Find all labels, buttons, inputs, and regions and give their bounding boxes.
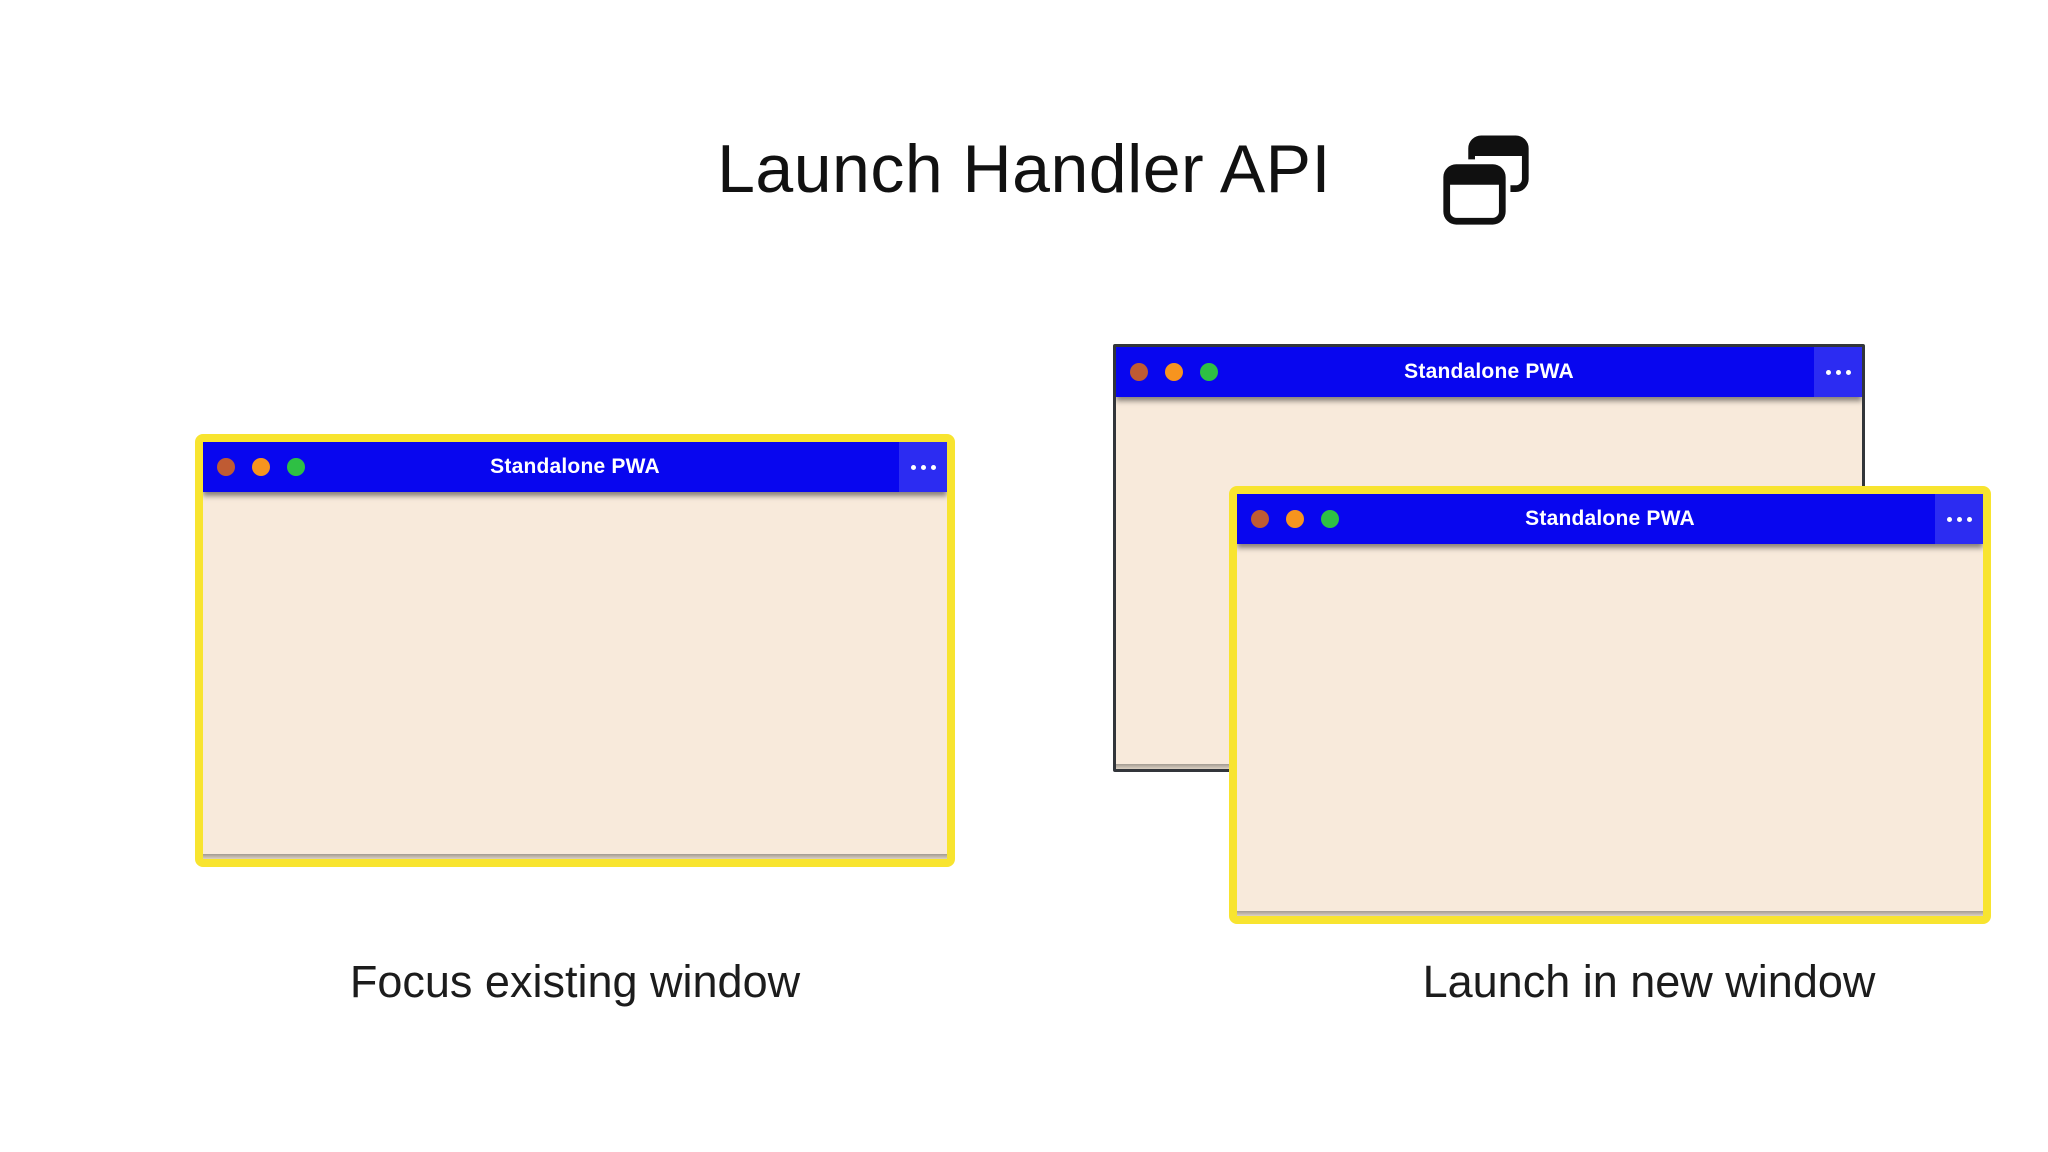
ellipsis-dot-icon bbox=[1946, 516, 1952, 522]
zoom-button-icon[interactable] bbox=[287, 458, 305, 476]
pwa-window-new: Standalone PWA bbox=[1229, 486, 1991, 924]
window-title: Standalone PWA bbox=[1404, 360, 1574, 383]
ellipsis-dot-icon bbox=[910, 464, 916, 470]
close-button-icon[interactable] bbox=[1130, 363, 1148, 381]
window-body: Standalone PWA bbox=[203, 442, 947, 859]
close-button-icon[interactable] bbox=[1251, 510, 1269, 528]
minimize-button-icon[interactable] bbox=[1165, 363, 1183, 381]
minimize-button-icon[interactable] bbox=[252, 458, 270, 476]
zoom-button-icon[interactable] bbox=[1200, 363, 1218, 381]
page-title: Launch Handler API bbox=[717, 131, 1331, 207]
ellipsis-dot-icon bbox=[1845, 369, 1851, 375]
pwa-window-focused: Standalone PWA bbox=[195, 434, 955, 867]
caption-focus-existing: Focus existing window bbox=[349, 956, 801, 1007]
ellipsis-menu-button[interactable] bbox=[1814, 347, 1862, 397]
ellipsis-menu-button[interactable] bbox=[899, 442, 947, 492]
ellipsis-menu-button[interactable] bbox=[1935, 494, 1983, 544]
window-title: Standalone PWA bbox=[490, 455, 660, 478]
minimize-button-icon[interactable] bbox=[1286, 510, 1304, 528]
caption-launch-new: Launch in new window bbox=[1422, 956, 1876, 1007]
ellipsis-dot-icon bbox=[1825, 369, 1831, 375]
ellipsis-dot-icon bbox=[1835, 369, 1841, 375]
zoom-button-icon[interactable] bbox=[1321, 510, 1339, 528]
ellipsis-dot-icon bbox=[930, 464, 936, 470]
window-titlebar: Standalone PWA bbox=[1237, 494, 1983, 544]
window-title: Standalone PWA bbox=[1525, 507, 1695, 530]
window-titlebar: Standalone PWA bbox=[1116, 347, 1862, 397]
ellipsis-dot-icon bbox=[920, 464, 926, 470]
ellipsis-dot-icon bbox=[1956, 516, 1962, 522]
overlapping-windows-icon bbox=[1438, 134, 1532, 230]
traffic-lights bbox=[1251, 494, 1339, 544]
window-body: Standalone PWA bbox=[1237, 494, 1983, 916]
window-titlebar: Standalone PWA bbox=[203, 442, 947, 492]
traffic-lights bbox=[217, 442, 305, 492]
ellipsis-dot-icon bbox=[1966, 516, 1972, 522]
close-button-icon[interactable] bbox=[217, 458, 235, 476]
traffic-lights bbox=[1130, 347, 1218, 397]
